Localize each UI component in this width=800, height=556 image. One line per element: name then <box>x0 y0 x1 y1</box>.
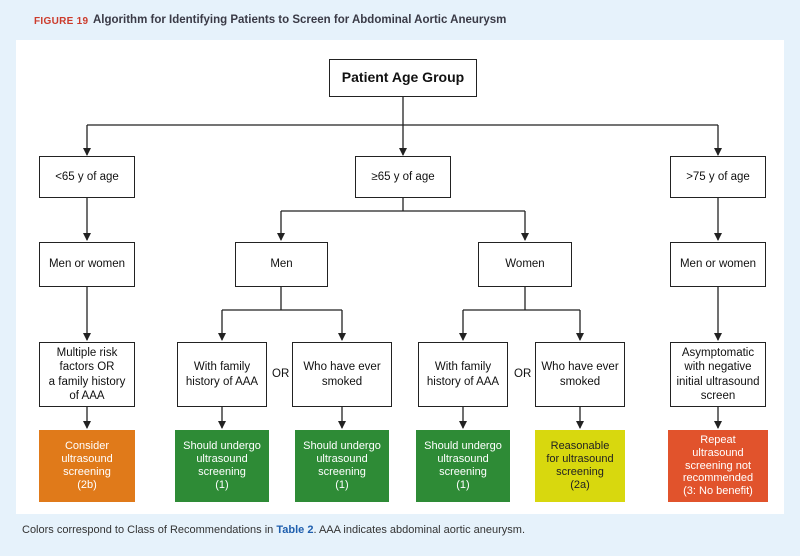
node-over75-criteria: Asymptomatic with negative initial ultra… <box>670 342 766 407</box>
rec-women-family-screening: Should undergo ultrasound screening (1) <box>416 430 510 502</box>
flowchart: Patient Age Group <65 y of age ≥65 y of … <box>16 40 784 514</box>
rec-consider-screening: Consider ultrasound screening (2b) <box>39 430 135 502</box>
node-men-family-history: With family history of AAA <box>177 342 267 407</box>
root-node: Patient Age Group <box>329 59 477 97</box>
node-under65-sex: Men or women <box>39 242 135 287</box>
footer-text-before: Colors correspond to Class of Recommenda… <box>22 524 277 536</box>
or-label-men: OR <box>272 368 290 380</box>
rec-men-smoked-screening: Should undergo ultrasound screening (1) <box>295 430 389 502</box>
footer-note: Colors correspond to Class of Recommenda… <box>0 514 800 556</box>
or-label-women: OR <box>514 368 532 380</box>
node-women: Women <box>478 242 572 287</box>
figure-number: FIGURE 19 <box>34 16 89 27</box>
connector-lines <box>83 96 722 429</box>
node-65-plus: ≥65 y of age <box>355 156 451 198</box>
node-over75-sex: Men or women <box>670 242 766 287</box>
rec-repeat-not-recommended: Repeat ultrasound screening not recommen… <box>668 430 768 502</box>
node-men-smoked: Who have ever smoked <box>292 342 392 407</box>
node-under65-criteria: Multiple risk factors OR a family histor… <box>39 342 135 407</box>
node-men: Men <box>235 242 328 287</box>
node-women-family-history: With family history of AAA <box>418 342 508 407</box>
figure-title: Algorithm for Identifying Patients to Sc… <box>93 14 507 26</box>
node-women-smoked: Who have ever smoked <box>535 342 625 407</box>
footer-text: Colors correspond to Class of Recommenda… <box>22 524 525 536</box>
table-2-link[interactable]: Table 2 <box>276 524 314 536</box>
node-over-75: >75 y of age <box>670 156 766 198</box>
rec-women-smoked-reasonable: Reasonable for ultrasound screening (2a) <box>535 430 625 502</box>
rec-men-family-screening: Should undergo ultrasound screening (1) <box>175 430 269 502</box>
node-under-65: <65 y of age <box>39 156 135 198</box>
caption-bar: FIGURE 19 Algorithm for Identifying Pati… <box>0 0 800 40</box>
footer-text-after: . AAA indicates abdominal aortic aneurys… <box>313 524 525 536</box>
